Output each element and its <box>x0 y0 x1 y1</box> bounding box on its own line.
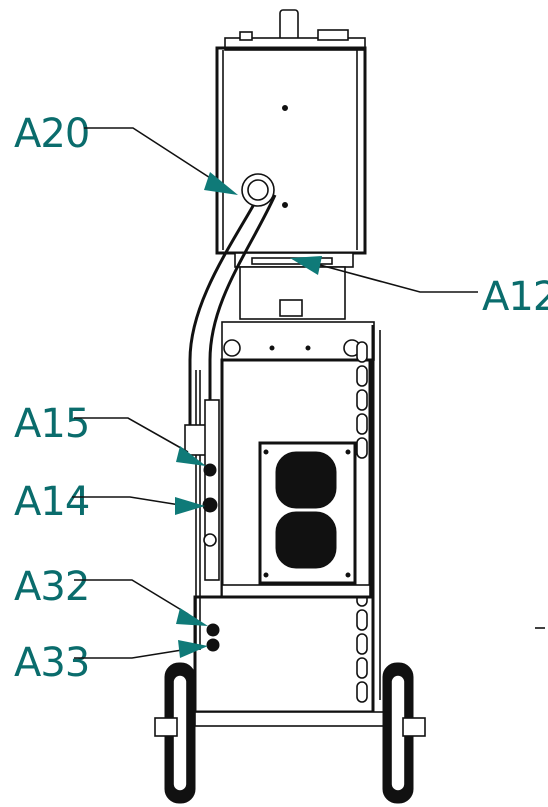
right-wheel <box>382 662 426 804</box>
fan-grill <box>275 451 337 569</box>
power-cable <box>188 173 277 430</box>
cart-body <box>184 321 386 727</box>
callout-a15: A15 <box>14 401 206 466</box>
callout-a12: A12 <box>290 256 548 320</box>
callout-a14: A14 <box>14 479 205 525</box>
callout-a15-label: A15 <box>14 401 89 447</box>
callout-a33-label: A33 <box>14 640 89 686</box>
callout-a12-label: A12 <box>482 274 548 320</box>
chain <box>356 341 368 703</box>
callout-a20: A20 <box>14 111 238 195</box>
callout-a20-label: A20 <box>14 111 89 157</box>
left-wheel <box>154 662 196 804</box>
power-source-unit <box>215 9 367 320</box>
callout-a14-label: A14 <box>14 479 89 525</box>
callout-a33: A33 <box>14 640 208 686</box>
callout-a32-label: A32 <box>14 564 89 610</box>
callout-a32: A32 <box>14 564 208 626</box>
